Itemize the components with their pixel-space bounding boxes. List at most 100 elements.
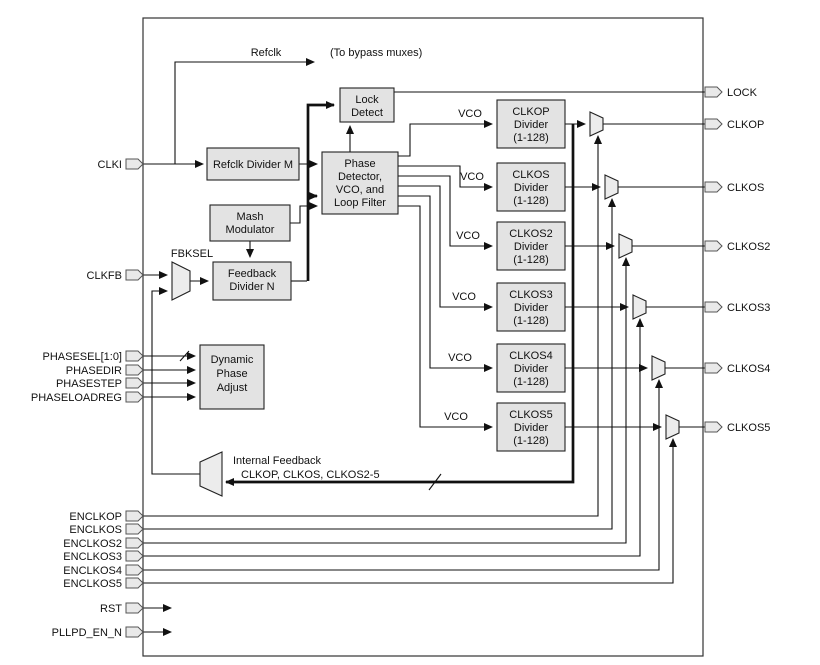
vco-label-clkop: VCO — [458, 108, 482, 120]
port-label-enclkop: ENCLKOP — [69, 511, 122, 523]
port-label-clkop: CLKOP — [727, 119, 764, 131]
clkos5-bypass-mux — [665, 414, 680, 440]
blocks: Refclk Divider M Lock Detect Phase Detec… — [199, 87, 566, 452]
port-enclkos — [125, 523, 144, 535]
bus-slash-phasesel — [179, 350, 190, 362]
ports-right: LOCK CLKOP CLKOS CLKOS2 CLKOS3 CLKOS4 CL… — [704, 86, 770, 434]
pll-boundary-box — [142, 17, 704, 657]
wire-vco-clkop — [396, 120, 493, 157]
feedback-divider-label: Divider N — [229, 281, 274, 293]
fbksel-label: FBKSEL — [171, 248, 213, 260]
clkos2-bypass-mux — [618, 233, 633, 259]
port-enclkop — [125, 510, 144, 522]
clkos4-bypass-mux — [651, 355, 666, 381]
clkos3-bypass-mux — [632, 294, 647, 320]
clkos2-divider-label: CLKOS2 — [509, 228, 552, 240]
port-label-enclkos5: ENCLKOS5 — [63, 578, 122, 590]
port-phasesel — [125, 350, 144, 362]
clkos3-divider-label: Divider — [514, 302, 549, 314]
phase-detector-label: VCO, and — [336, 184, 384, 196]
clkos3-divider-block — [496, 282, 566, 332]
wire-enclkos5 — [143, 438, 677, 584]
clkos3-divider-label: (1-128) — [513, 315, 548, 327]
port-label-clkos5: CLKOS5 — [727, 422, 770, 434]
wire-vco-clkos3 — [396, 185, 493, 311]
wire-vco-clkos — [396, 165, 493, 191]
port-lock — [704, 86, 723, 98]
muxes — [171, 111, 680, 497]
port-clkfb — [125, 269, 144, 281]
clkos-divider-label: Divider — [514, 182, 549, 194]
internal-feedback-mux — [199, 451, 223, 497]
refclk-wire-label: Refclk — [251, 47, 282, 59]
wire-enclkos2 — [143, 257, 630, 544]
port-clkos5 — [704, 421, 723, 433]
clkos-divider-label: (1-128) — [513, 195, 548, 207]
port-clkos — [704, 181, 723, 193]
clkos2-divider-label: (1-128) — [513, 254, 548, 266]
port-label-enclkos4: ENCLKOS4 — [63, 565, 122, 577]
clkos2-divider-label: Divider — [514, 241, 549, 253]
clkos5-divider-block — [496, 402, 566, 452]
dynamic-phase-adjust-block — [199, 344, 265, 410]
mash-modulator-label: Modulator — [226, 224, 275, 236]
clkos5-divider-label: CLKOS5 — [509, 409, 552, 421]
clkop-divider-label: CLKOP — [512, 106, 549, 118]
clkos4-divider-label: CLKOS4 — [509, 350, 552, 362]
port-label-clkos3: CLKOS3 — [727, 302, 770, 314]
port-label-phasesel: PHASESEL[1:0] — [43, 351, 123, 363]
port-label-enclkos3: ENCLKOS3 — [63, 551, 122, 563]
wires — [143, 58, 705, 636]
lock-detect-block — [339, 87, 395, 123]
port-enclkos2 — [125, 537, 144, 549]
port-clkop — [704, 118, 723, 130]
dynamic-phase-adjust-label: Dynamic — [211, 354, 254, 366]
port-label-pllpd-en-n: PLLPD_EN_N — [52, 627, 122, 639]
port-phaseloadreg — [125, 391, 144, 403]
port-clkos4 — [704, 362, 723, 374]
vco-label-clkos2: VCO — [456, 230, 480, 242]
clkos5-divider-label: (1-128) — [513, 435, 548, 447]
wire-enclkos — [143, 198, 616, 530]
lock-detect-label: Detect — [351, 107, 383, 119]
port-label-enclkos: ENCLKOS — [69, 524, 122, 536]
phase-detector-block — [321, 151, 399, 215]
clkop-divider-label: Divider — [514, 119, 549, 131]
phase-detector-label: Loop Filter — [334, 197, 386, 209]
dynamic-phase-adjust-label: Adjust — [217, 382, 248, 394]
port-label-enclkos2: ENCLKOS2 — [63, 538, 122, 550]
port-label-lock: LOCK — [727, 87, 758, 99]
clkop-divider-label: (1-128) — [513, 132, 548, 144]
fbksel-mux — [171, 261, 191, 301]
refclk-divider-label: Refclk Divider M — [213, 159, 293, 171]
port-label-phasedir: PHASEDIR — [66, 365, 122, 377]
wire-internal-feedback-bus-bold — [225, 124, 575, 486]
wire-enclkos3 — [143, 318, 644, 557]
port-rst — [125, 602, 144, 614]
port-clkos2 — [704, 240, 723, 252]
vco-label-clkos5: VCO — [444, 411, 468, 423]
clkos-divider-label: CLKOS — [512, 169, 549, 181]
wire-mash-to-pd — [290, 202, 318, 224]
port-pllpd-en-n — [125, 626, 144, 638]
phase-detector-label: Phase — [344, 158, 375, 170]
port-label-phasestep: PHASESTEP — [56, 378, 122, 390]
wire-feedback-to-lockdetect-bold — [306, 101, 335, 281]
clkos5-divider-label: Divider — [514, 422, 549, 434]
port-phasedir — [125, 364, 144, 376]
wire-vco-clkos4 — [396, 195, 493, 372]
port-enclkos3 — [125, 550, 144, 562]
clkos-divider-block — [496, 162, 566, 212]
mash-modulator-block — [209, 204, 291, 242]
port-label-clkos2: CLKOS2 — [727, 241, 770, 253]
port-label-clkos4: CLKOS4 — [727, 363, 770, 375]
mash-modulator-label: Mash — [237, 211, 264, 223]
clkos-bypass-mux — [604, 174, 619, 200]
port-label-phaseloadreg: PHASELOADREG — [31, 392, 122, 404]
clkos4-divider-block — [496, 343, 566, 393]
clkos3-divider-label: CLKOS3 — [509, 289, 552, 301]
internal-feedback-label: Internal Feedback — [233, 455, 322, 467]
clkop-divider-block — [496, 99, 566, 149]
